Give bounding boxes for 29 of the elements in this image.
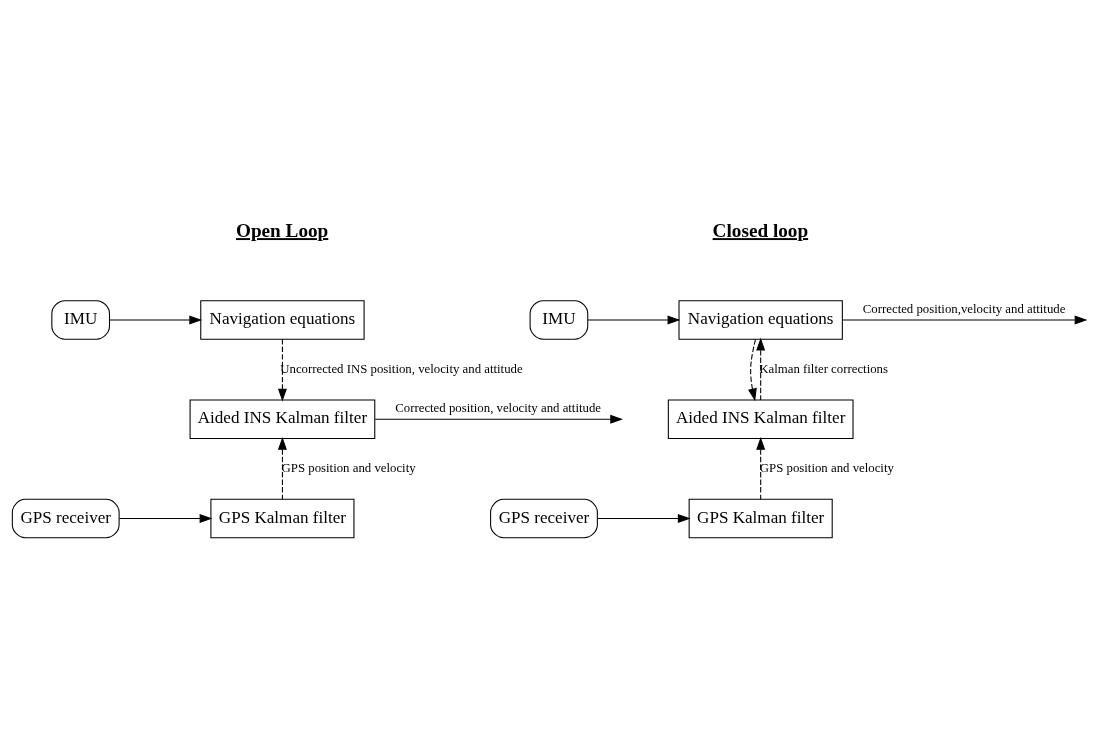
edge-label: Kalman filter corrections (759, 361, 888, 376)
node-box: Aided INS Kalman filter (189, 399, 376, 439)
arrow (756, 337, 766, 400)
arrow (748, 338, 757, 401)
node-box: Navigation equations (200, 299, 365, 340)
edge-label: Corrected position, velocity and attitude (395, 400, 602, 415)
arrow (374, 414, 624, 424)
node-box: GPS Kalman filter (210, 498, 355, 538)
edge-label: GPS position and velocity (281, 460, 416, 475)
label: Open Loop (235, 219, 329, 241)
arrow (756, 436, 766, 500)
node-box: Navigation equations (678, 299, 843, 340)
edge-label: GPS position and velocity (759, 460, 894, 475)
arrow (277, 436, 287, 500)
arrow (277, 338, 287, 402)
node-box: GPS receiver (11, 498, 120, 538)
arrow (587, 314, 681, 324)
node-box: IMU (51, 299, 111, 340)
label: Closed loop (712, 219, 809, 241)
arrow (109, 314, 203, 324)
node-box: GPS receiver (490, 498, 598, 538)
edge-label: Uncorrected INS position, velocity and attitude (280, 361, 523, 376)
edge-label: Corrected position,velocity and attitude (862, 301, 1066, 316)
node-box: Aided INS Kalman filter (667, 399, 854, 439)
arrow (841, 314, 1088, 324)
arrow (118, 513, 213, 523)
arrow (597, 513, 691, 523)
node-box: IMU (529, 299, 589, 340)
node-box: GPS Kalman filter (688, 498, 833, 538)
